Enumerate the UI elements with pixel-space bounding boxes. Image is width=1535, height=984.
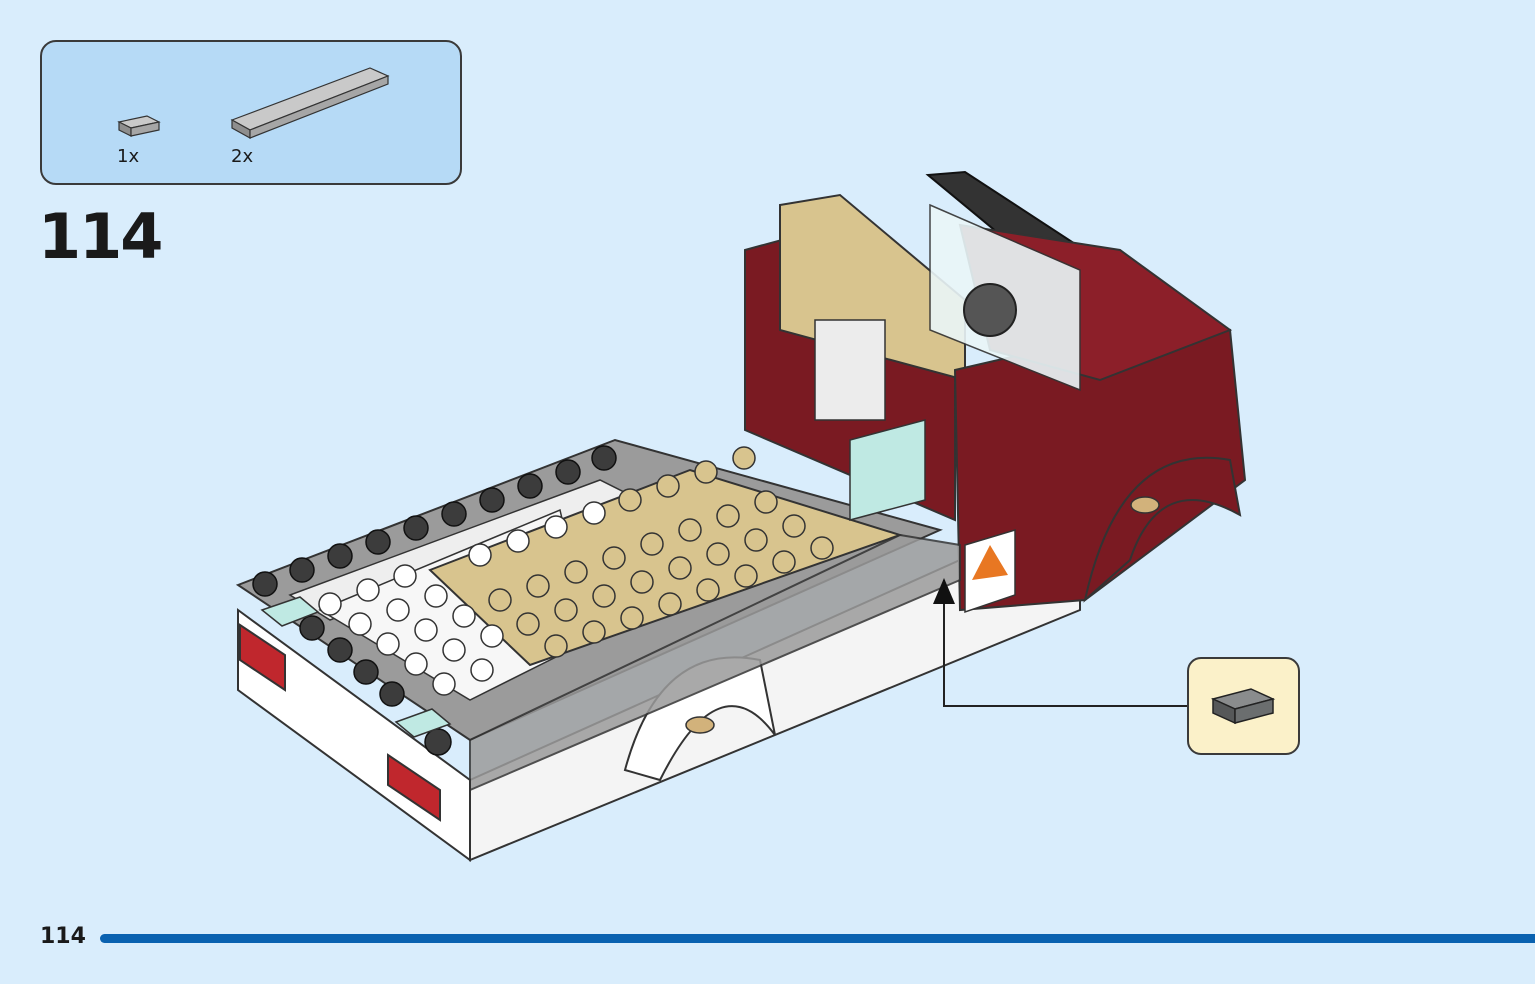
part-quantity: 2x [231,146,254,167]
tile-1x8-grey-icon [230,64,392,140]
step-number: 114 [38,200,163,273]
callout-box [1187,657,1300,755]
parts-list-panel: 1x 2x [40,40,462,185]
tile-1x1-dark-grey-icon [1211,687,1277,727]
part-quantity: 1x [117,146,140,167]
tile-1x1-grey-icon [117,114,161,140]
page-number: 114 [40,924,86,949]
page-progress-bar [100,934,1535,943]
